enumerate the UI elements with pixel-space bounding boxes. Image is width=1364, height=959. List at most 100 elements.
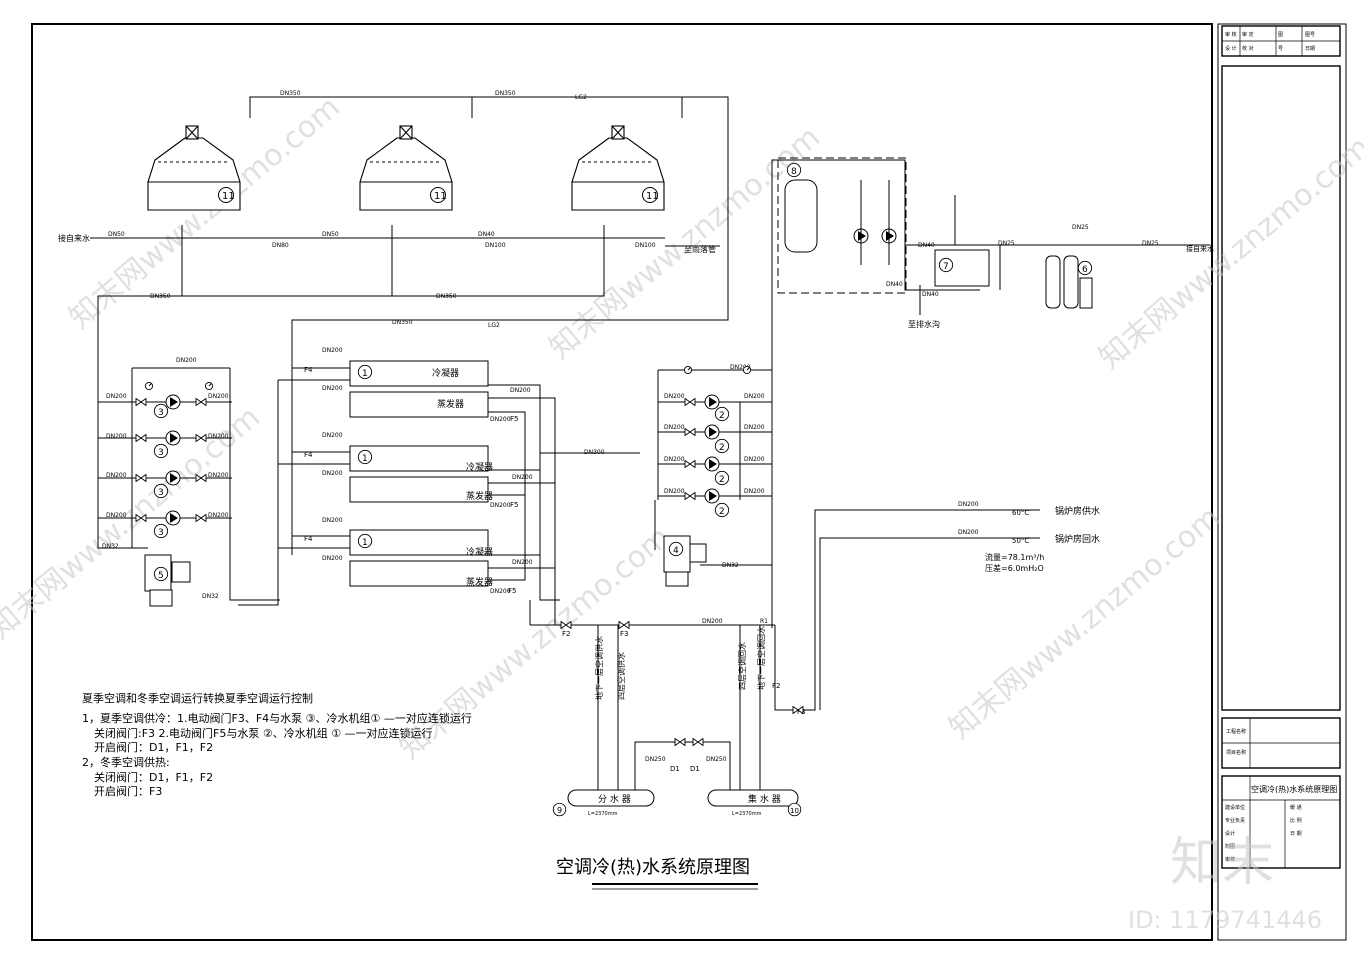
pipe-size: DN350 bbox=[150, 293, 171, 300]
tb-cell: 比 例 bbox=[1290, 817, 1302, 824]
pipe-size: DN200 bbox=[664, 456, 685, 463]
chiller bbox=[349, 529, 489, 587]
valve-label: F3 bbox=[620, 630, 628, 638]
pipe-size: R1 bbox=[760, 618, 768, 625]
roof-drain-label: 至雨落管 bbox=[684, 244, 716, 254]
head-label: 压差=6.0mH₂O bbox=[985, 563, 1044, 573]
softener-number: 6 bbox=[1082, 265, 1088, 275]
pipe-size: DN200 bbox=[490, 588, 511, 595]
tank-number: 8 bbox=[791, 167, 797, 177]
pump-number: 2 bbox=[719, 507, 725, 517]
pipe-size: DN40 bbox=[918, 242, 935, 249]
pump-number: 2 bbox=[719, 443, 725, 453]
title-block-grid bbox=[1222, 26, 1340, 868]
pipe-size: DN200 bbox=[958, 529, 979, 536]
pipe-size: DN25 bbox=[1072, 224, 1089, 231]
pipe-size: DN350 bbox=[392, 319, 413, 326]
frame bbox=[31, 23, 1347, 941]
pipe-size: DN250 bbox=[645, 756, 666, 763]
pipe-size: DN200 bbox=[322, 432, 343, 439]
pipe-size: DN200 bbox=[208, 433, 229, 440]
pipe-size: DN200 bbox=[744, 424, 765, 431]
pipe-size: DN25 bbox=[1142, 240, 1159, 247]
watermark-text: 知末网www.znzmo.com bbox=[1093, 130, 1364, 376]
collector bbox=[707, 789, 799, 807]
pipe-size: DN200 bbox=[512, 559, 533, 566]
expansion-tank bbox=[784, 162, 818, 253]
distributor bbox=[567, 789, 655, 807]
pipe-size: DN200 bbox=[664, 424, 685, 431]
supply-temp: 60°C bbox=[1012, 509, 1029, 517]
pump-number: 3 bbox=[158, 488, 164, 498]
distributor-number: 9 bbox=[557, 806, 562, 815]
pump-number: 3 bbox=[158, 408, 164, 418]
pipe-size: DN200 bbox=[176, 357, 197, 364]
boiler-pump bbox=[144, 554, 191, 607]
tb-cell: 校 对 bbox=[1242, 45, 1254, 52]
tb-cell: 审核 bbox=[1225, 856, 1235, 863]
pipe-size: LG2 bbox=[575, 94, 587, 101]
pipe-size: DN200 bbox=[958, 501, 979, 508]
pipe-size: DN32 bbox=[722, 562, 739, 569]
chiller bbox=[349, 360, 489, 418]
chiller bbox=[349, 445, 489, 503]
notes-line: 关闭阀门：D1，F1，F2 bbox=[94, 770, 213, 784]
valve-label: F4 bbox=[304, 535, 313, 543]
boiler-supply-label: 锅炉房供水 bbox=[1055, 505, 1100, 517]
valve-label: F2 bbox=[772, 682, 780, 690]
tb-cell: 设计 bbox=[1225, 830, 1235, 837]
operation-notes: 夏季空调和冬季空调运行转换夏季空调运行控制 1，夏季空调供冷：1.电动阀门F3、… bbox=[82, 691, 472, 798]
cooling-tower bbox=[571, 125, 665, 211]
chw-pump-group: 2 2 2 2 bbox=[683, 365, 752, 518]
makeup-pumps bbox=[853, 180, 897, 265]
drawing-title: 空调冷(热)水系统原理图 bbox=[556, 857, 750, 878]
valve-label: F2 bbox=[562, 630, 570, 638]
pipe-size: DN200 bbox=[208, 512, 229, 519]
tb-cell: 建设单位 bbox=[1225, 804, 1245, 811]
pipe-size: DN250 bbox=[706, 756, 727, 763]
pipe-size: DN80 bbox=[272, 242, 289, 249]
pump-number: 2 bbox=[719, 411, 725, 421]
valve-label: F5 bbox=[508, 587, 516, 595]
pipe-size: DN40 bbox=[922, 291, 939, 298]
water-tank bbox=[934, 249, 990, 287]
pipe-size: DN200 bbox=[702, 618, 723, 625]
condenser-label: 冷凝器 bbox=[466, 461, 493, 473]
collector-label: 集 水 器 bbox=[748, 793, 781, 805]
pipe-size: DN32 bbox=[102, 543, 119, 550]
pipe-size: DN350 bbox=[495, 90, 516, 97]
tb-cell: 审 核 bbox=[1225, 31, 1237, 38]
evaporator-label: 蒸发器 bbox=[466, 490, 493, 502]
condenser-label: 冷凝器 bbox=[432, 367, 459, 379]
pipe-size: DN200 bbox=[744, 456, 765, 463]
pipe-size: DN200 bbox=[730, 364, 751, 371]
notes-line: 开启阀门：D1，F1，F2 bbox=[94, 740, 213, 754]
pipe-size: DN40 bbox=[478, 231, 495, 238]
pipe-size: DN200 bbox=[208, 472, 229, 479]
collector-length: L=2370mm bbox=[732, 811, 762, 817]
pipe-size: DN200 bbox=[322, 555, 343, 562]
tb-cell: 图号 bbox=[1305, 32, 1315, 38]
pipe-size: DN100 bbox=[635, 242, 656, 249]
pipe-size: DN25 bbox=[998, 240, 1015, 247]
evaporator-label: 蒸发器 bbox=[466, 576, 493, 588]
pipe-size: DN100 bbox=[485, 242, 506, 249]
flow-label: 流量=78.1m³/h bbox=[985, 552, 1044, 562]
pump-number: 3 bbox=[158, 448, 164, 458]
drain-trench-label: 至排水沟 bbox=[908, 319, 940, 329]
pipe-size: DN40 bbox=[886, 281, 903, 288]
cooling-tower bbox=[147, 125, 241, 211]
pipe-size: DN200 bbox=[744, 488, 765, 495]
softener bbox=[1045, 255, 1093, 309]
distributor-length: L=2370mm bbox=[588, 811, 618, 817]
pump-number: 5 bbox=[158, 571, 164, 581]
makeup-pump bbox=[663, 535, 707, 587]
pipe-size: LG2 bbox=[488, 322, 500, 329]
title-block: 审 核 审 定 图 图号 设 计 校 对 号 日期 工程名称 项目名称 空调冷(… bbox=[1225, 31, 1337, 863]
pipe-size: DN200 bbox=[322, 347, 343, 354]
pipe-size: DN200 bbox=[322, 517, 343, 524]
pump-number: 3 bbox=[158, 528, 164, 538]
valve-label: F5 bbox=[510, 501, 518, 509]
city-water-label: 接自来水 bbox=[58, 233, 90, 243]
notes-line: 2，冬季空调供热: bbox=[82, 755, 170, 769]
